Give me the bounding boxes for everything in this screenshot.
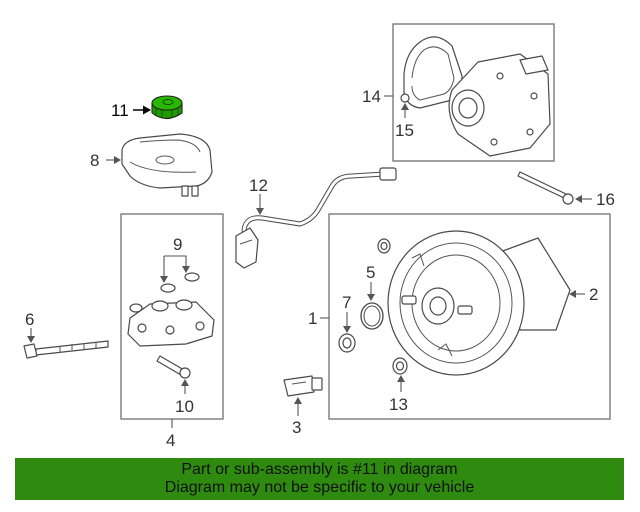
pump-gasket-part[interactable] [400,93,410,103]
vacuum-pump-group-box [392,23,555,162]
fluid-reservoir-part[interactable] [121,133,213,197]
callout-13: 13 [389,395,408,414]
pump-bolt-part[interactable] [517,171,574,205]
callout-1: 1 [308,309,317,328]
callout-6: 6 [25,310,34,329]
banner-line-disclaimer: Diagram may not be specific to your vehi… [164,479,475,496]
callout-3: 3 [292,418,301,437]
reservoir-cap-part[interactable] [151,95,183,120]
callout-5: 5 [366,263,375,282]
callout-7: 7 [342,293,351,312]
brake-line-part[interactable] [235,167,397,269]
info-banner: Part or sub-assembly is #11 in diagram D… [15,458,624,500]
booster-small-ring-part[interactable] [377,238,391,254]
brake-booster-group-box [328,213,611,420]
callout-16: 16 [596,190,615,209]
callout-14: 14 [362,87,381,106]
callout-8: 8 [90,151,99,170]
callout-4: 4 [166,431,175,450]
booster-sensor-part[interactable] [283,375,323,397]
booster-grommet-part[interactable] [338,333,356,353]
master-cylinder-part[interactable] [127,299,215,347]
callout-2: 2 [589,285,598,304]
booster-washer-part[interactable] [392,357,408,375]
callout-15: 15 [395,121,414,140]
callout-11: 11 [111,101,129,120]
long-bolt-part[interactable] [23,340,109,359]
callout-10: 10 [175,397,194,416]
seal-rings-part[interactable] [160,272,200,293]
callout-12: 12 [249,176,268,195]
banner-line-part-number: Part or sub-assembly is #11 in diagram [181,461,458,478]
booster-o-ring-part[interactable] [360,302,384,330]
brake-booster-part[interactable] [387,230,571,376]
vacuum-pump-part[interactable] [403,36,551,157]
master-cylinder-bolt-part[interactable] [156,355,191,379]
callout-9: 9 [173,235,182,254]
